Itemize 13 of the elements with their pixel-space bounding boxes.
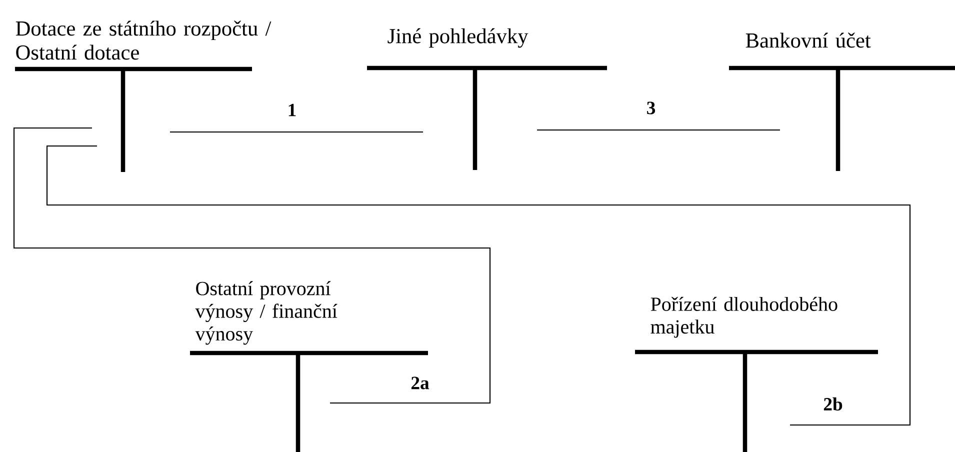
edge-label: 1 <box>288 104 296 116</box>
connector-line <box>13 127 491 404</box>
account-title: Ostatní provozní výnosy / finanční výnosy <box>195 281 338 345</box>
edge-label: 3 <box>647 102 656 114</box>
connector-line <box>537 129 780 131</box>
account-title: Bankovní účet <box>746 32 871 48</box>
connector-line <box>170 131 423 133</box>
connector-line <box>46 145 911 426</box>
account-title: Dotace ze státního rozpočtu / Ostatní dotace <box>16 20 272 60</box>
edge-label: 2a <box>411 376 430 390</box>
account-title: Pořízení dlouhodobého majetku <box>650 296 838 338</box>
edge-label: 2b <box>824 397 842 411</box>
account-title: Jiné pohledávky <box>388 28 528 48</box>
